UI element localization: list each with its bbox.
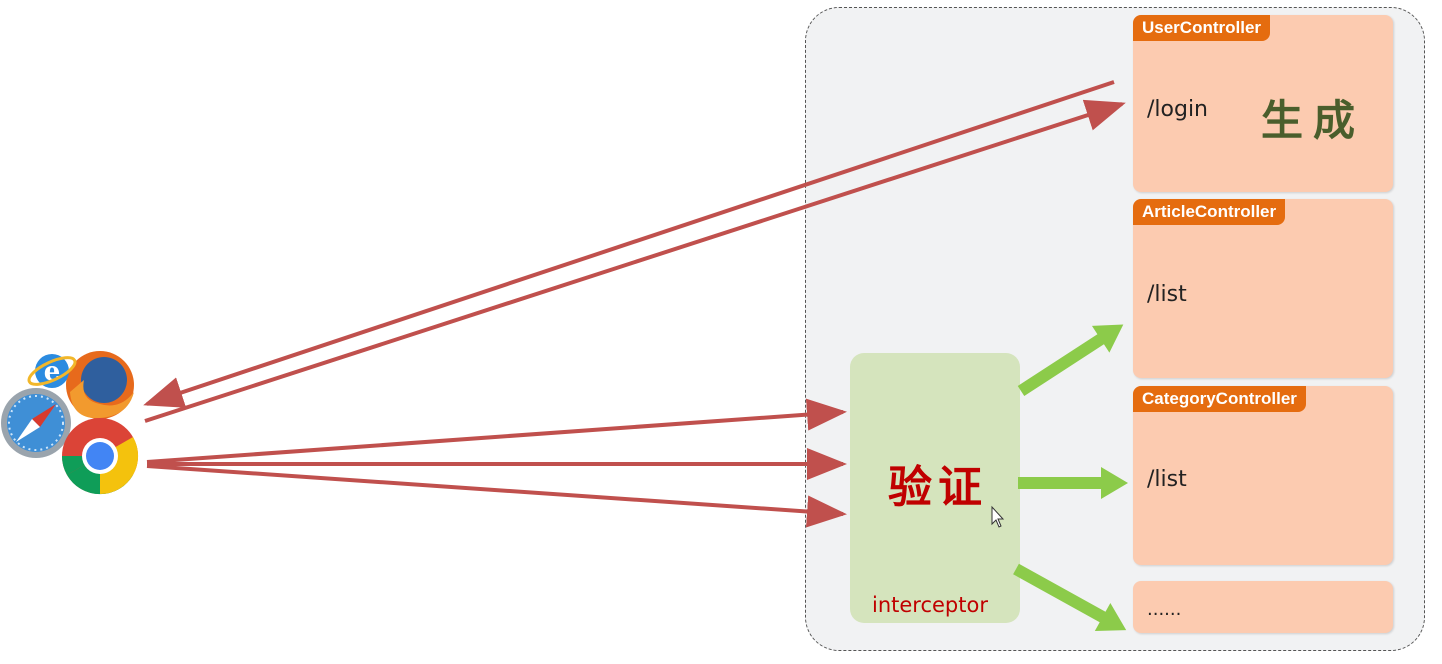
login-path: /login [1147, 97, 1209, 122]
firefox-icon [66, 351, 134, 419]
interceptor-label: interceptor [872, 593, 988, 617]
generate-label: 生成 [1261, 96, 1366, 145]
article-controller-tag: ArticleController [1133, 199, 1286, 225]
pass-arrow-more [1013, 563, 1127, 631]
article-controller-box: ArticleController /list [1133, 199, 1393, 378]
ie-icon: e [27, 354, 77, 388]
article-list-path: /list [1147, 282, 1187, 307]
pass-arrow-category [1018, 467, 1128, 499]
mouse-cursor-icon [991, 505, 1005, 528]
more-controllers-ellipsis: ...... [1147, 599, 1182, 620]
login-request-arrow [144, 99, 1126, 423]
response-arrow [143, 80, 1115, 408]
category-controller-box: CategoryController /list [1133, 386, 1393, 565]
pass-arrow-article [1017, 324, 1124, 397]
category-list-path: /list [1147, 467, 1187, 492]
verify-label: 验证 [888, 462, 988, 513]
safari-icon [1, 388, 71, 458]
user-controller-tag: UserController [1133, 15, 1271, 41]
interceptor-box: 验证 interceptor [850, 353, 1020, 623]
browser-icons: e [1, 351, 139, 495]
request-arrow-1 [146, 398, 847, 464]
category-controller-tag: CategoryController [1133, 386, 1306, 412]
more-controllers-box: ...... [1133, 581, 1393, 633]
chrome-icon [61, 418, 139, 495]
user-controller-box: UserController /login 生成 [1133, 15, 1393, 192]
request-arrow-3 [146, 464, 847, 528]
